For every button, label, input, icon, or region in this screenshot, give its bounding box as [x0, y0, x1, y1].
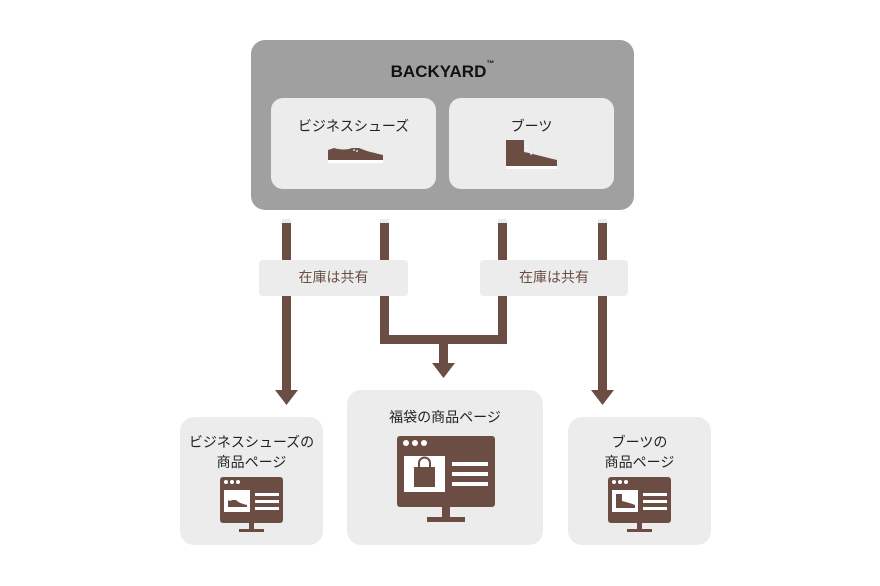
connector-line-left — [282, 222, 291, 392]
page-label-line1: ビジネスシューズの — [188, 435, 315, 451]
shared-inventory-label-left: 在庫は共有 — [259, 260, 408, 296]
page-card-business-shoes: ビジネスシューズの 商品ページ — [180, 417, 323, 545]
connector-line-center — [439, 335, 448, 365]
category-card-business-shoes: ビジネスシューズ — [271, 98, 436, 189]
backyard-title: BACKYARD™ — [251, 59, 634, 82]
page-label-line2: 商品ページ — [604, 455, 675, 471]
arrow-head-center — [432, 363, 455, 378]
backyard-container: BACKYARD™ ビジネスシューズ ブーツ — [251, 40, 634, 210]
page-card-lucky-bag: 福袋の商品ページ — [347, 390, 543, 545]
arrow-head-right — [591, 390, 614, 405]
page-label-line2: 商品ページ — [216, 455, 287, 471]
monitor-bag-icon — [397, 436, 495, 522]
boot-icon — [506, 140, 557, 169]
shared-inventory-label-right: 在庫は共有 — [480, 260, 628, 296]
backyard-title-text: BACKYARD — [390, 62, 487, 81]
page-card-boots: ブーツの 商品ページ — [568, 417, 711, 545]
category-label: ブーツ — [510, 119, 553, 135]
page-label-line1: ブーツの — [611, 435, 668, 451]
monitor-shoe-icon — [220, 477, 283, 532]
category-label: ビジネスシューズ — [297, 119, 410, 135]
arrow-head-left — [275, 390, 298, 405]
connector-line-right — [598, 222, 607, 392]
monitor-shoe-icon — [608, 477, 671, 532]
category-card-boots: ブーツ — [449, 98, 614, 189]
page-label-line1: 福袋の商品ページ — [389, 410, 501, 426]
dress-shoe-icon — [328, 148, 383, 163]
trademark-mark: ™ — [486, 59, 495, 68]
